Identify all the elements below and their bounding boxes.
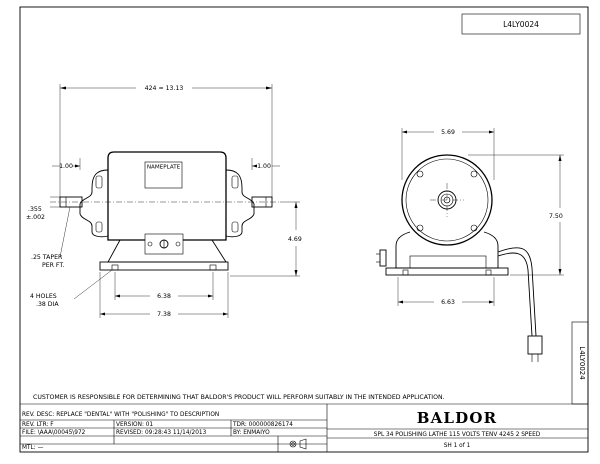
note-holes-2: .38 DIA — [36, 301, 59, 308]
file-path: FILE: \AAA\00045\972 — [22, 430, 86, 436]
title-block — [20, 403, 588, 452]
drawing-description: SPL 34 POLISHING LATHE 115 VOLTS TENV 42… — [374, 432, 541, 438]
dim-right-offset: 1.00 — [257, 163, 271, 170]
front-view: 424 = 13.13 1.00 1.00 NAMEPLATE — [26, 84, 302, 318]
baldor-logo: BALDOR — [417, 409, 498, 427]
revised-by: BY: ENMAIYO — [233, 430, 270, 436]
baldor-logo-text: BALDOR — [417, 409, 498, 427]
dim-shaft-dia-1: .355 — [28, 206, 42, 213]
sheet-border — [19, 6, 589, 453]
rev-letter: REV. LTR: F — [22, 422, 54, 428]
rev-description: REV. DESC: REPLACE "DENTAL" WITH "POLISH… — [22, 412, 219, 418]
drawing-number-box — [461, 13, 581, 35]
note-taper-1: .25 TAPER — [31, 254, 63, 261]
dim-side-width: 5.69 — [441, 129, 455, 136]
note-taper-2: PER FT. — [42, 262, 64, 269]
tdr-number: TDR: 000000826174 — [232, 422, 293, 428]
dim-shaft-dia-2: ±.002 — [26, 214, 45, 221]
drawing-number-side: L4LY0024 — [578, 346, 586, 380]
dim-base-outer: 7.38 — [157, 311, 171, 318]
disclaimer-note: CUSTOMER IS RESPONSIBLE FOR DETERMINING … — [33, 394, 445, 401]
revised-date: REVISED: 09:28:43 11/14/2013 — [116, 430, 207, 436]
material: MTL: — — [22, 445, 44, 451]
dim-side-height: 7.50 — [549, 213, 563, 220]
dim-side-base-width: 6.63 — [441, 299, 455, 306]
dim-overall-width: 424 = 13.13 — [145, 85, 184, 92]
nameplate-label: NAMEPLATE — [147, 165, 181, 171]
note-holes-1: 4 HOLES — [30, 293, 57, 300]
dim-base-inner: 6.38 — [157, 293, 171, 300]
sheet-number: SH 1 of 1 — [444, 443, 471, 449]
side-view: 5.69 7.50 — [376, 128, 564, 362]
dim-shaft-height: 4.69 — [288, 236, 302, 243]
projection-icon — [289, 438, 307, 450]
nameplate — [144, 161, 183, 189]
drawing-number-top: L4LY0024 — [503, 20, 539, 29]
version: VERSION: 01 — [116, 422, 153, 428]
dim-left-offset: 1.00 — [59, 163, 73, 170]
